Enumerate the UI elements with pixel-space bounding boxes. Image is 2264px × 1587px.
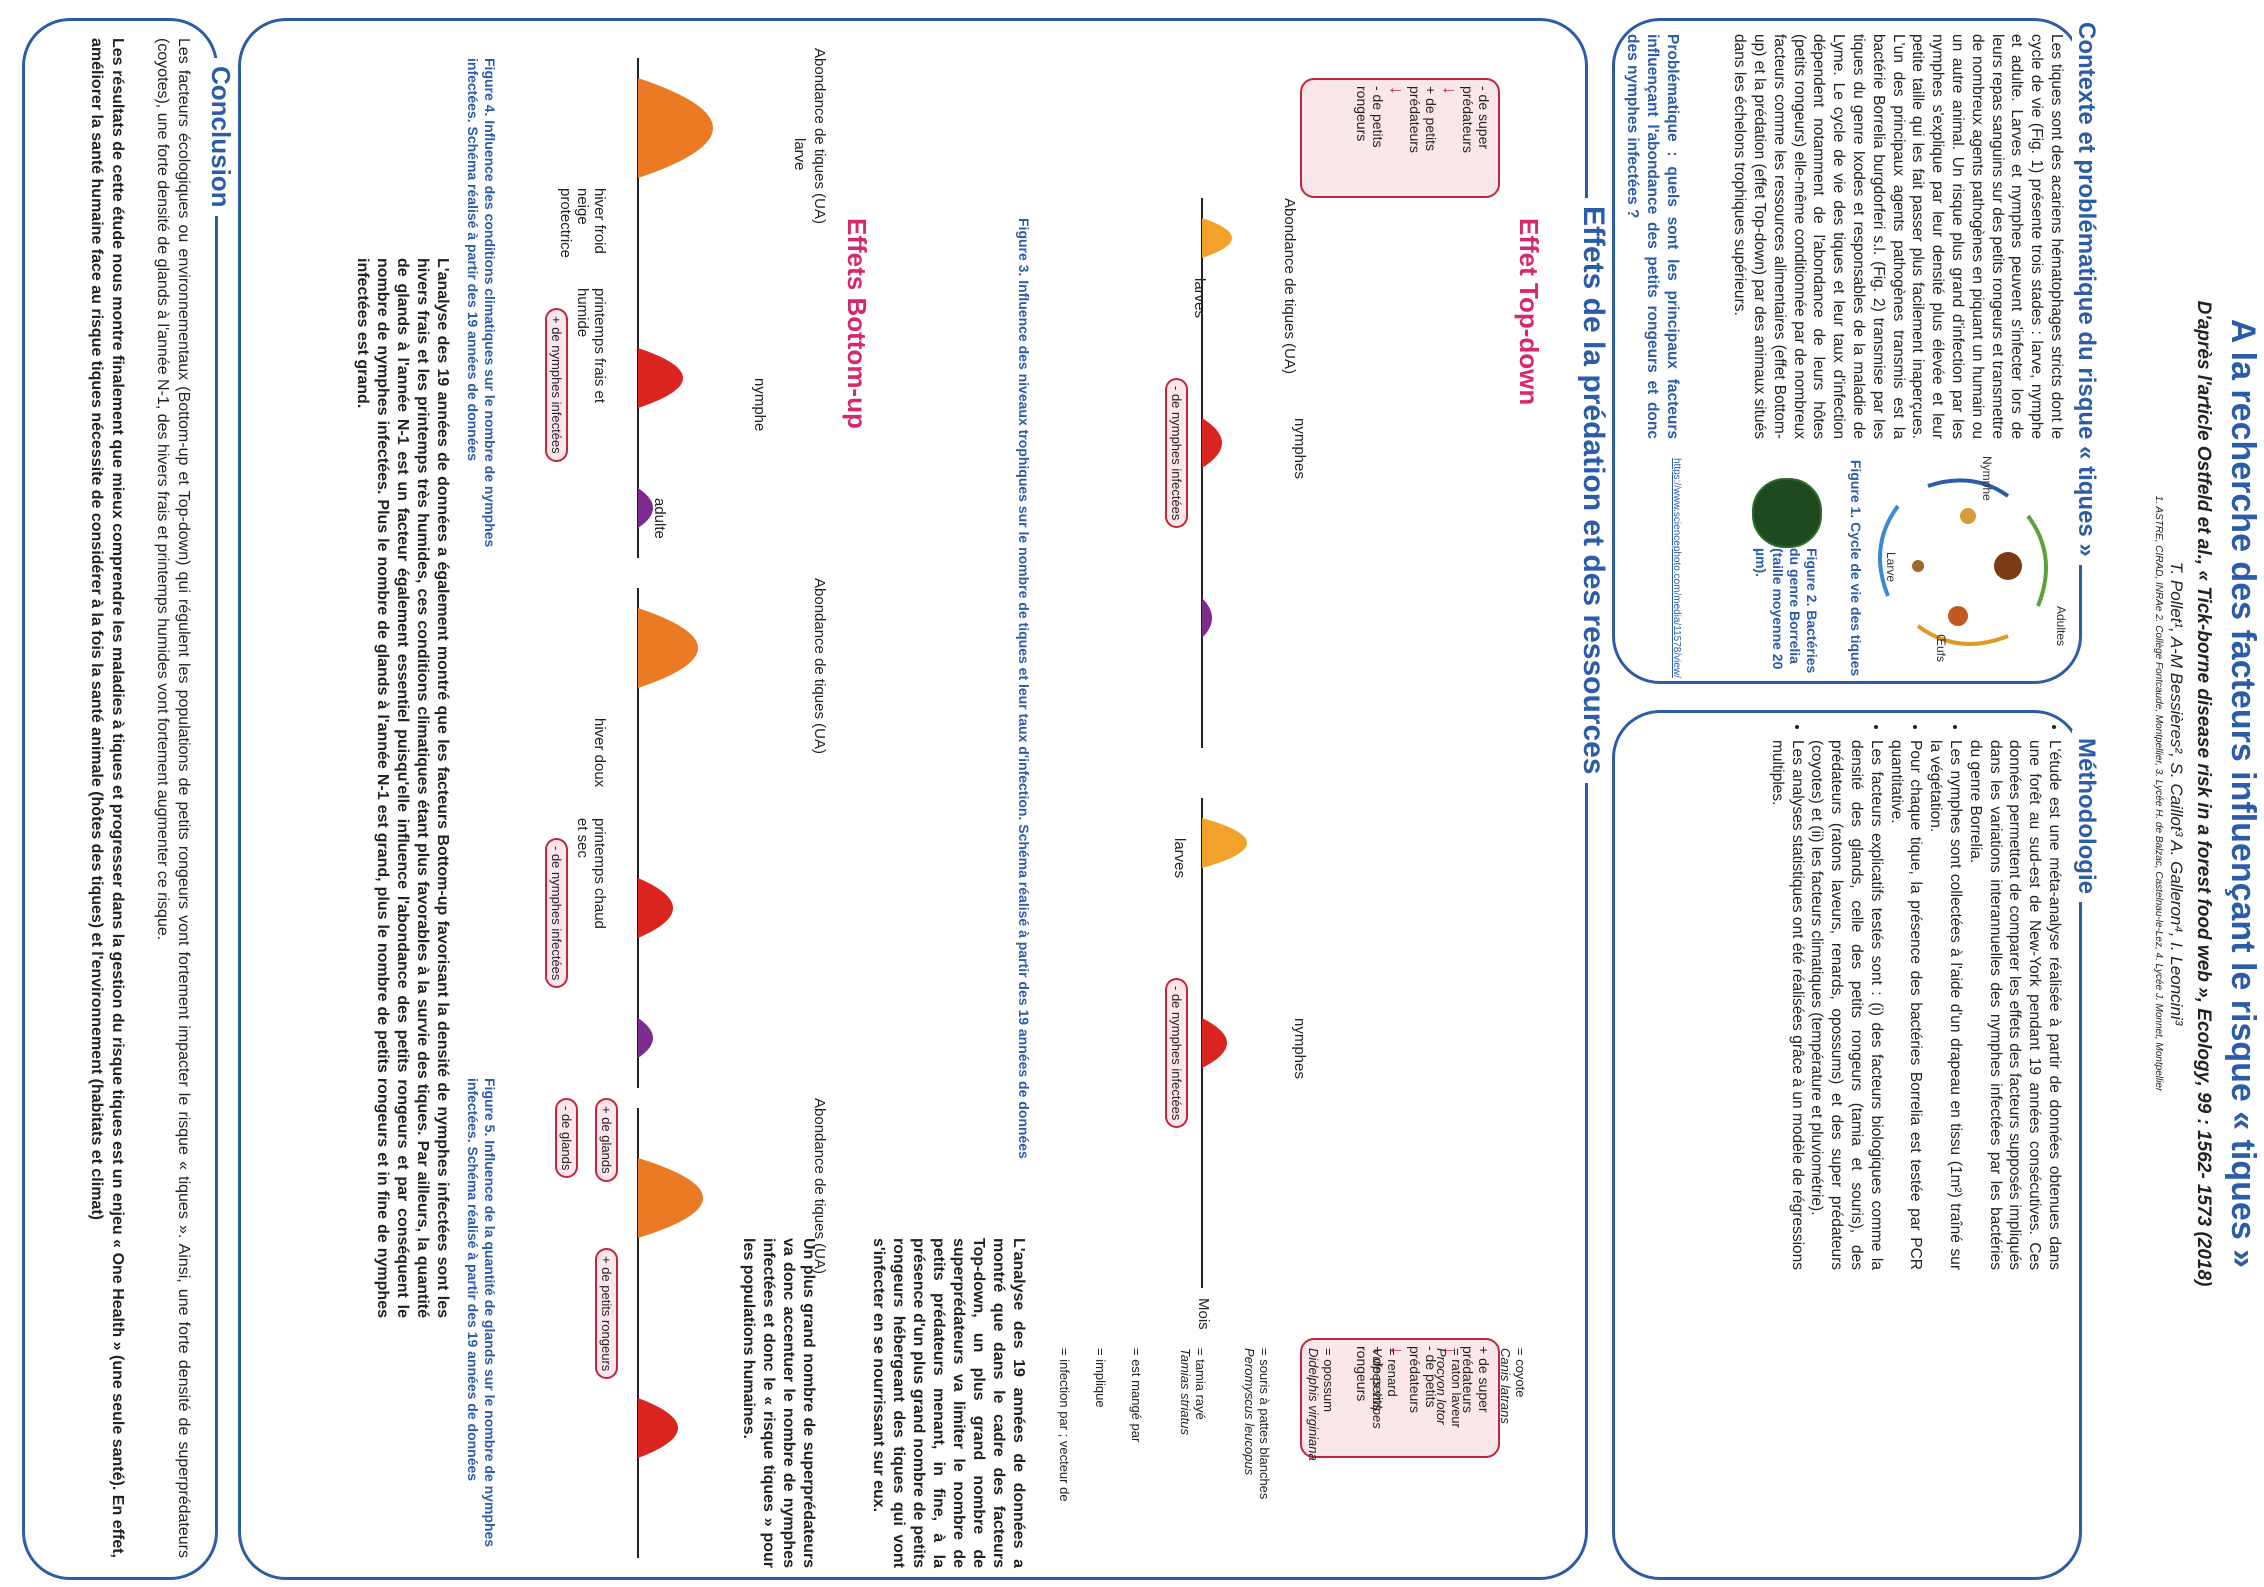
conclusion-text-1: Les facteurs écologiques ou environnemen… (154, 38, 192, 1558)
printemps-frais-label: printemps frais et humide (574, 288, 608, 404)
bottomup-chart-glands: Abondance de tiques (UA) + de glands - d… (508, 1098, 828, 1568)
moins-nymphes-box: - de nymphes infectées (1165, 378, 1188, 529)
fig1-cycle: Adultes Œufs Larve Nymphe (1868, 456, 2068, 676)
methodologie-list: L'étude est une méta-analyse réalisée à … (1767, 720, 2064, 1270)
bottomup-curve-left (637, 58, 713, 558)
hiver-froid-label: hiver froid neige protectrice (557, 188, 608, 259)
legend-infection: = infection par ; vecteur de (1057, 1348, 1072, 1502)
moins-super-pred: - de super prédateurs (1460, 86, 1492, 153)
cycle-larve: Larve (1884, 552, 1898, 583)
nymphe-label: nymphe (751, 378, 768, 432)
methodologie-item: L'étude est une méta-analyse réalisée à … (1965, 740, 2064, 1270)
cycle-adultes: Adultes (2054, 606, 2068, 647)
larves-label: larves (1171, 838, 1188, 879)
fig1-caption: Figure 1. Cycle de vie des tiques (1848, 459, 1864, 677)
plus-pred: + de petits prédateurs (1407, 86, 1439, 153)
legend-implique: = implique (1093, 1348, 1108, 1408)
topdown-heading: Effet Top-down (1514, 218, 1544, 406)
nymphes-label: nymphes (1291, 418, 1308, 479)
title-block: A la recherche des facteurs influençant … (2140, 0, 2264, 1587)
glands-curve (637, 1108, 703, 1558)
moins-glands-box: - de glands (555, 1098, 578, 1179)
bottomup-heading: Effets Bottom-up (842, 218, 872, 429)
moins-nymphes-box: - de nymphes infectées (545, 838, 568, 989)
affiliations: 1. ASTRE, CIRAD, INRAe 2. Collège Fontca… (2153, 495, 2164, 1092)
moins-rongeurs: - de petits rongeurs (1354, 86, 1386, 148)
printemps-chaud-label: printemps chaud et sec (574, 818, 608, 929)
topdown-text-1: L'analyse des 19 années de données a mon… (870, 1238, 1027, 1568)
methodologie-item: Les analyses statistiques ont été réalis… (1767, 740, 1807, 1270)
cycle-nymphe: Nymphe (1980, 456, 1994, 501)
methodologie-panel: Méthodologie L'étude est une méta-analys… (1612, 710, 2100, 1580)
fig5-caption: Figure 5. Influence de la quantité de gl… (465, 1078, 498, 1548)
contexte-text: Les tiques sont des acariens hématophage… (1731, 34, 2065, 439)
hiver-doux-label: hiver doux (591, 718, 608, 788)
moins-super-pred-box: - de super prédateurs ↓ + de petits préd… (1300, 78, 1500, 198)
conclusion-box (22, 18, 218, 1580)
larva-icon (1912, 560, 1924, 572)
problematique: Problématique : quels sont les principau… (1624, 34, 1681, 439)
topdown-curve-right (1201, 798, 1247, 1288)
topdown-curve-left (1201, 198, 1232, 748)
abondance-label: Abondance de tiques (UA) (811, 1098, 828, 1274)
fig4-caption: Figure 4. Influence des conditions clima… (465, 58, 498, 548)
tick-cycle-diagram (1878, 478, 2048, 646)
page-title: A la recherche des facteurs influençant … (2224, 318, 2262, 1269)
page-subtitle: D'après l'article Ostfeld et al., « Tick… (2193, 300, 2214, 1287)
methodologie-item: Les nymphes sont collectées à l'aide d'u… (1925, 740, 1965, 1270)
abondance-label: Abondance de tiques (UA) (811, 48, 828, 224)
adulte-label: adulte (651, 498, 668, 539)
larves-label: larves (1191, 278, 1208, 319)
contexte-panel: Contexte et problématique du risque « ti… (1612, 14, 2100, 684)
conclusion-panel: Conclusion Les facteurs écologiques ou e… (22, 18, 236, 1580)
conclusion-text-2: Les résultats de cette étude nous montre… (88, 38, 126, 1558)
fig3-caption: Figure 3. Influence des niveaux trophiqu… (1016, 218, 1032, 1159)
fig2-url[interactable]: https://www.sciencephoto.com/media/11578… (1671, 458, 1682, 678)
larve-label: larve (791, 138, 808, 171)
fig2-caption: Figure 2. Bactéries du genre Borrelia (t… (1753, 548, 1820, 674)
arrow-down-icon: ↓ (1387, 86, 1407, 95)
moins-nymphes-box: - de nymphes infectées (1165, 978, 1188, 1129)
topdown-chart-right: larves nymphes Mois - de nymphes infecté… (1165, 798, 1508, 1478)
predation-heading: Effets de la prédation et des ressources (1576, 198, 1610, 783)
plus-glands-box: + de glands (595, 1098, 618, 1182)
methodologie-item: Pour chaque tique, la présence des bacté… (1886, 740, 1926, 1270)
authors: T. Pollet¹, A-M Bessières², S. Caillot³ … (2167, 561, 2186, 1026)
plus-rongeurs-box: + de petits rongeurs (595, 1248, 618, 1380)
legend-mange: = est mangé par (1129, 1348, 1144, 1443)
cycle-oeufs: Œufs (1934, 634, 1948, 663)
abondance-label: Abondance de tiques (UA) (1281, 198, 1298, 374)
bottomup-curve-right (637, 588, 698, 1088)
arrow-up-icon: ↓ (1440, 86, 1460, 95)
bottomup-chart-left: Abondance de tiques (UA) larve nymphe ad… (508, 48, 828, 568)
conclusion-heading: Conclusion (205, 58, 236, 216)
bottomup-text: L'analyse des 19 années de données a éga… (354, 258, 451, 1318)
methodologie-box (1612, 710, 2082, 1580)
adult-tick-icon (1994, 552, 2022, 580)
methodologie-item: Les facteurs explicatifs testés sont : (… (1807, 740, 1886, 1270)
predation-box (238, 18, 1588, 1580)
predation-panel: Effets de la prédation et des ressources… (238, 18, 1610, 1580)
topdown-chart-left: - de super prédateurs ↓ + de petits préd… (1165, 78, 1508, 758)
borrelia-image (1752, 478, 1822, 548)
nymphes-label: nymphes (1291, 1018, 1308, 1079)
contexte-heading: Contexte et problématique du risque « ti… (2072, 14, 2100, 565)
eggs-icon (1948, 606, 1968, 626)
nymph-icon (1960, 508, 1976, 524)
methodologie-heading: Méthodologie (2072, 730, 2100, 902)
abondance-label: Abondance de tiques (UA) (811, 578, 828, 754)
bottomup-chart-right: Abondance de tiques (UA) hiver doux prin… (508, 578, 828, 1098)
plus-nymphes-box: + de nymphes infectées (545, 308, 568, 462)
